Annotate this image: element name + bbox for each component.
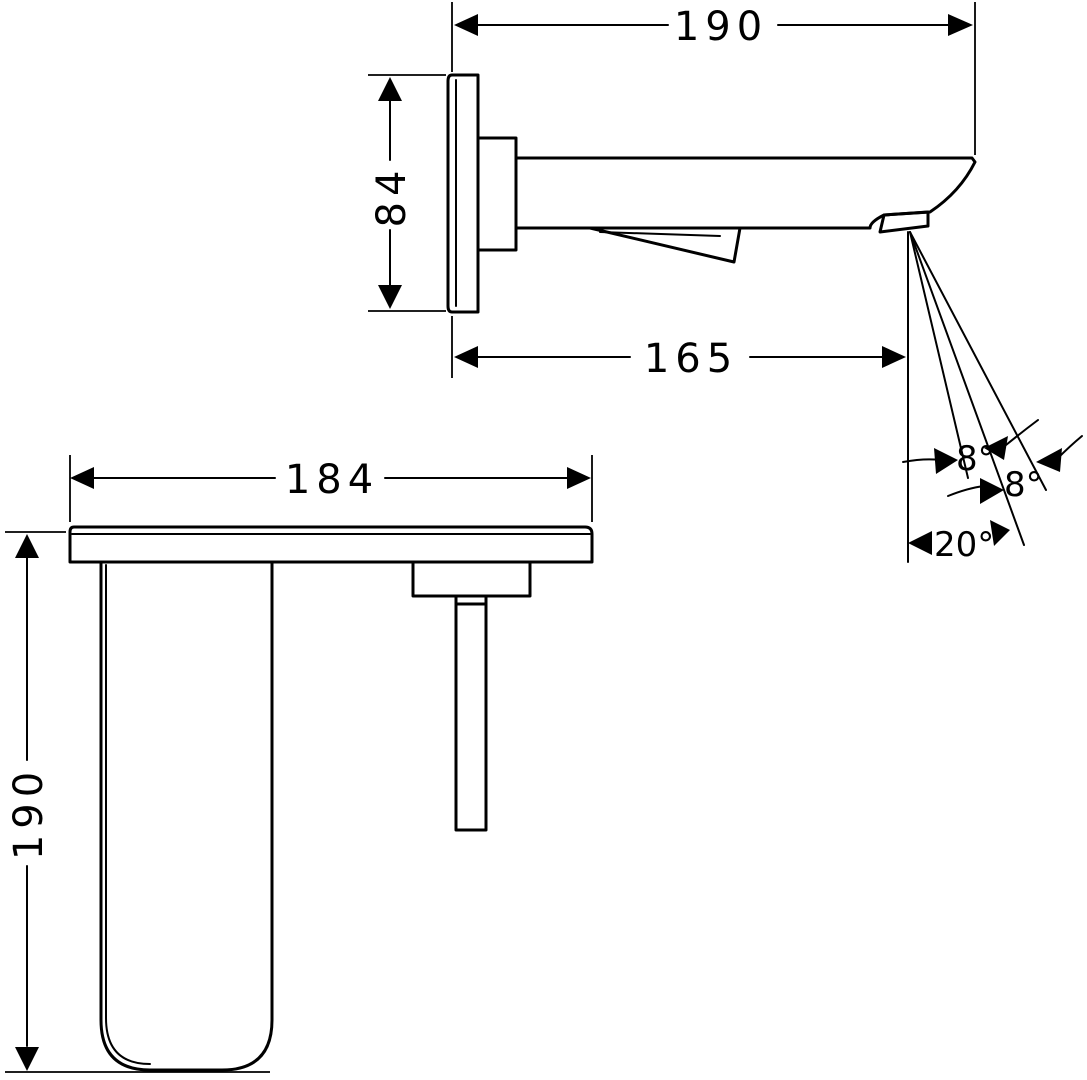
side-view <box>368 2 1047 563</box>
front-lever <box>454 602 488 832</box>
dimension-front-height: 190 <box>6 534 52 1071</box>
side-spout <box>514 156 977 230</box>
spray-lines <box>907 231 1047 563</box>
dimension-spout-reach: 165 <box>454 336 906 382</box>
dim-label-190-left: 190 <box>6 766 52 860</box>
spray-angle-annotations: 8° 8° 20° <box>902 419 1083 565</box>
front-spout <box>99 560 274 1072</box>
side-collar <box>476 136 518 252</box>
front-view <box>5 455 594 1073</box>
dim-label-184: 184 <box>285 457 379 503</box>
front-collar <box>411 560 532 598</box>
dim-label-84: 84 <box>369 165 415 228</box>
dim-label-165: 165 <box>644 336 738 382</box>
dimension-plate-width: 184 <box>70 457 591 503</box>
dimension-backplate-height: 84 <box>369 77 415 309</box>
side-backplate <box>446 73 480 314</box>
side-lever <box>588 226 742 264</box>
angle-label-8-lower: 8° <box>1004 465 1043 505</box>
dim-label-190-top: 190 <box>674 4 768 50</box>
angle-label-8-upper: 8° <box>956 439 995 479</box>
front-plate <box>68 525 594 564</box>
dimension-side-length: 190 <box>454 4 973 50</box>
angle-label-20: 20° <box>934 525 994 565</box>
side-aerator <box>878 210 930 234</box>
